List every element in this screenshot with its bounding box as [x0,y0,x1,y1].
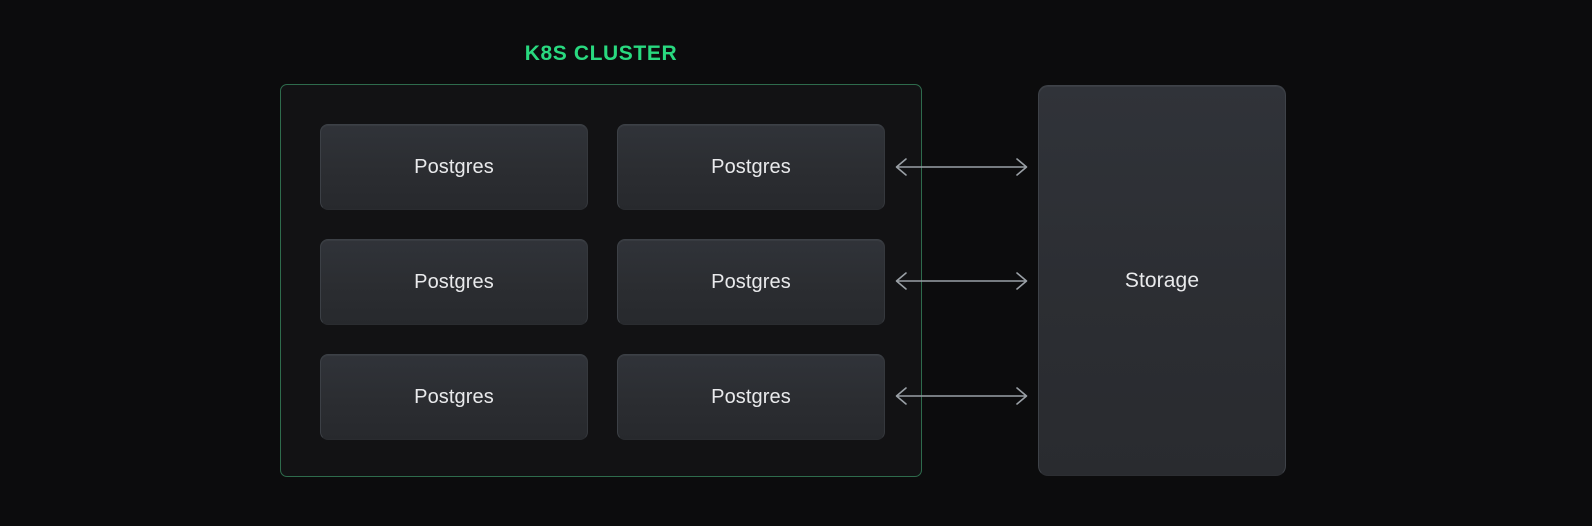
postgres-node-grid: Postgres Postgres Postgres Postgres Post… [320,124,885,440]
postgres-node[interactable]: Postgres [320,124,588,210]
storage-label: Storage [1124,269,1200,292]
postgres-node-label: Postgres [711,386,791,408]
cluster-title: K8S CLUSTER [524,42,678,65]
storage-box[interactable]: Storage [1038,85,1286,476]
postgres-node-label: Postgres [414,156,494,178]
postgres-node[interactable]: Postgres [320,239,588,325]
postgres-node-label: Postgres [414,386,494,408]
postgres-node[interactable]: Postgres [320,354,588,440]
postgres-node[interactable]: Postgres [617,239,885,325]
postgres-node-label: Postgres [711,156,791,178]
postgres-node-label: Postgres [414,271,494,293]
postgres-node[interactable]: Postgres [617,354,885,440]
postgres-node[interactable]: Postgres [617,124,885,210]
postgres-node-label: Postgres [711,271,791,293]
